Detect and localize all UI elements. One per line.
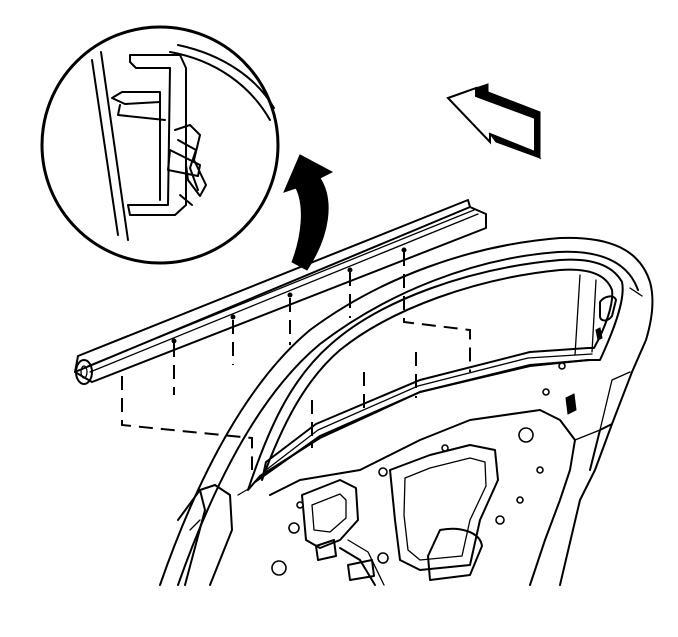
curved-callout-arrow [283, 154, 334, 271]
rear-door-frame [159, 236, 654, 586]
window-molding-strip [74, 199, 487, 385]
view-direction-arrow [446, 83, 542, 160]
alignment-lines [121, 252, 471, 470]
detail-circle [40, 25, 280, 265]
